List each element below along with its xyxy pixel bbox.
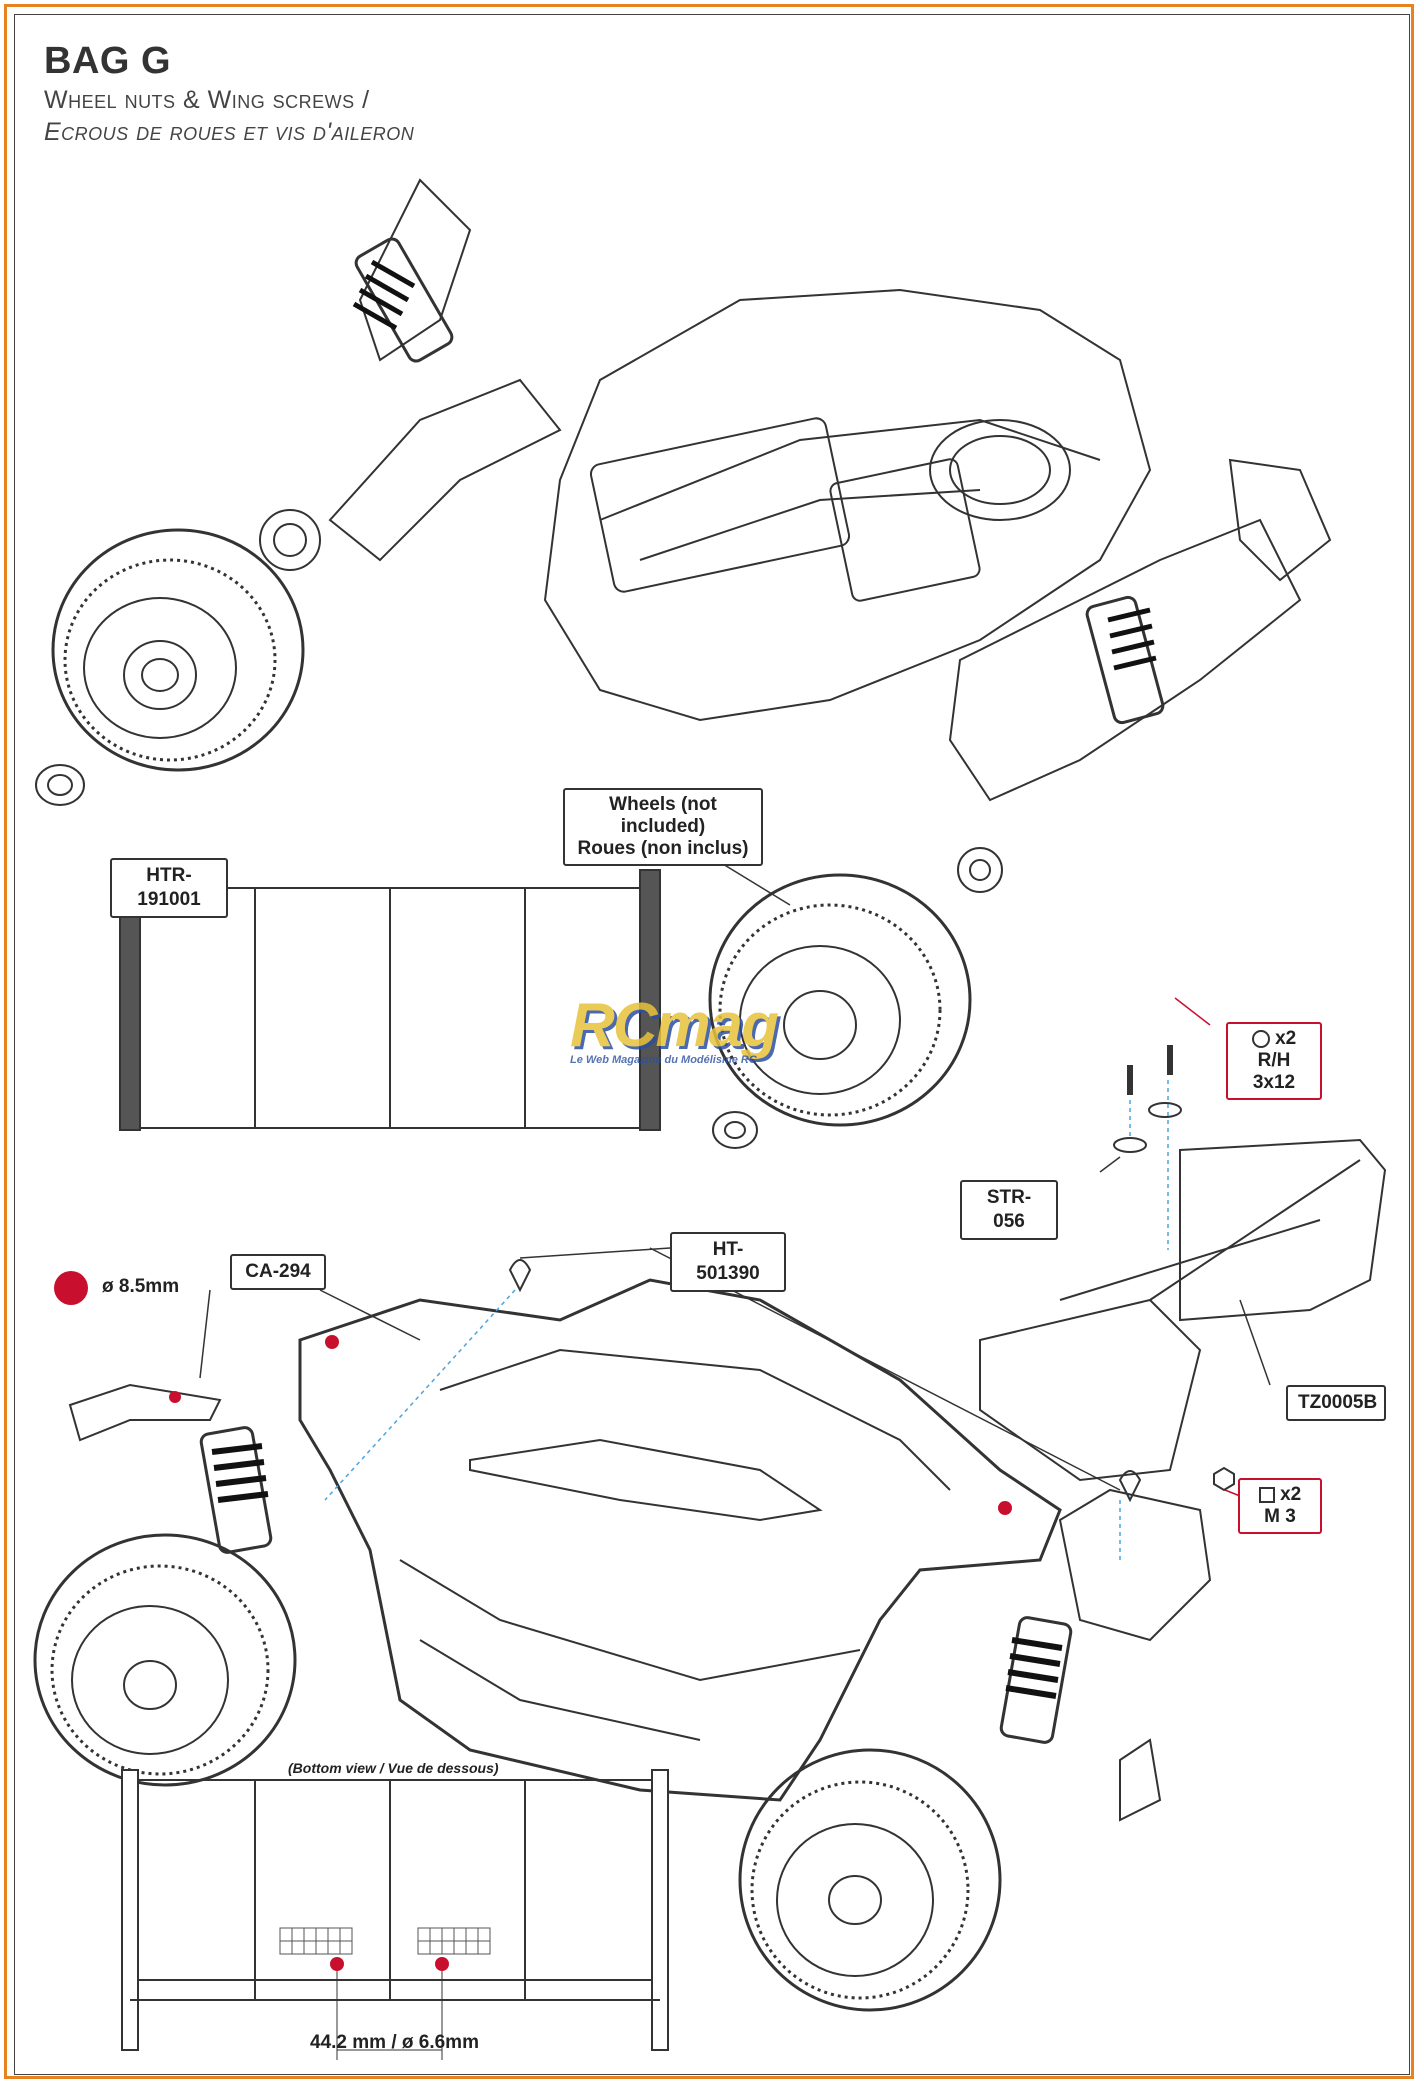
hole-spacing-note: 44.2 mm / ø 6.6mm [310, 2032, 479, 2053]
watermark-brand: RCmag [570, 991, 779, 1060]
page-frame [4, 4, 1414, 2079]
tire-top-left [51, 528, 305, 772]
tire-bottom-left [33, 1533, 297, 1787]
tire-bottom-right [738, 1748, 1002, 2012]
label-washer: STR-056 [960, 1180, 1058, 1240]
page-title: BAG G [44, 40, 172, 82]
label-body-clip: HT-501390 [670, 1232, 786, 1292]
watermark-tagline: Le Web Magazine du Modélisme RC [570, 1054, 757, 1066]
wing-screws [1113, 1045, 1182, 1153]
washer-part-number: STR-056 [986, 1187, 1032, 1232]
wing-nut-icon [1213, 1466, 1235, 1492]
label-wheels: Wheels (not included) Roues (non inclus) [563, 788, 763, 866]
nut-icon [1258, 1486, 1275, 1503]
bottom-buggy-body [68, 1278, 1212, 1822]
label-wheel-nut: HTR-191001 [110, 858, 228, 918]
wing-part-number: TZ0005B [1298, 1392, 1378, 1413]
wheel-nut-part-number: HTR-191001 [137, 865, 201, 910]
label-wing-nut: x2 M 3 [1238, 1478, 1322, 1534]
wheels-label-en: Wheels (not included) [609, 794, 717, 837]
body-part-number: CA-294 [245, 1261, 311, 1282]
body-clip-front [508, 1259, 532, 1293]
wheel-nut-icon-2 [712, 1111, 758, 1149]
body-clip-part-number: HT-501390 [696, 1239, 760, 1284]
bottom-view-caption: (Bottom view / Vue de dessous) [288, 1760, 499, 1776]
label-wing-screw: x2 R/H 3x12 [1226, 1022, 1322, 1100]
label-body: CA-294 [230, 1254, 326, 1290]
top-buggy-chassis [259, 178, 1332, 893]
wheels-label-fr: Roues (non inclus) [577, 838, 749, 859]
nut-spec: M 3 [1264, 1506, 1296, 1527]
subtitle-french: Ecrous de roues et vis d'aileron [44, 118, 415, 146]
tire-middle [708, 873, 972, 1127]
body-clip-rear [1118, 1470, 1142, 1503]
wing-bottom-view [119, 869, 661, 1131]
subtitle-english: Wheel nuts & Wing screws / [44, 86, 370, 114]
washer-screw-icon [1251, 1029, 1270, 1048]
screw-spec: R/H 3x12 [1252, 1050, 1296, 1093]
hole-markers [54, 1271, 1012, 1971]
screw-quantity: x2 [1275, 1028, 1297, 1049]
rear-wing [979, 1138, 1387, 1482]
inner-border [14, 14, 1410, 2075]
wheel-nut-icon [35, 764, 85, 806]
label-wing: TZ0005B [1286, 1385, 1386, 1421]
nut-quantity: x2 [1280, 1484, 1302, 1505]
hole-size-note: ø 8.5mm [102, 1276, 180, 1297]
